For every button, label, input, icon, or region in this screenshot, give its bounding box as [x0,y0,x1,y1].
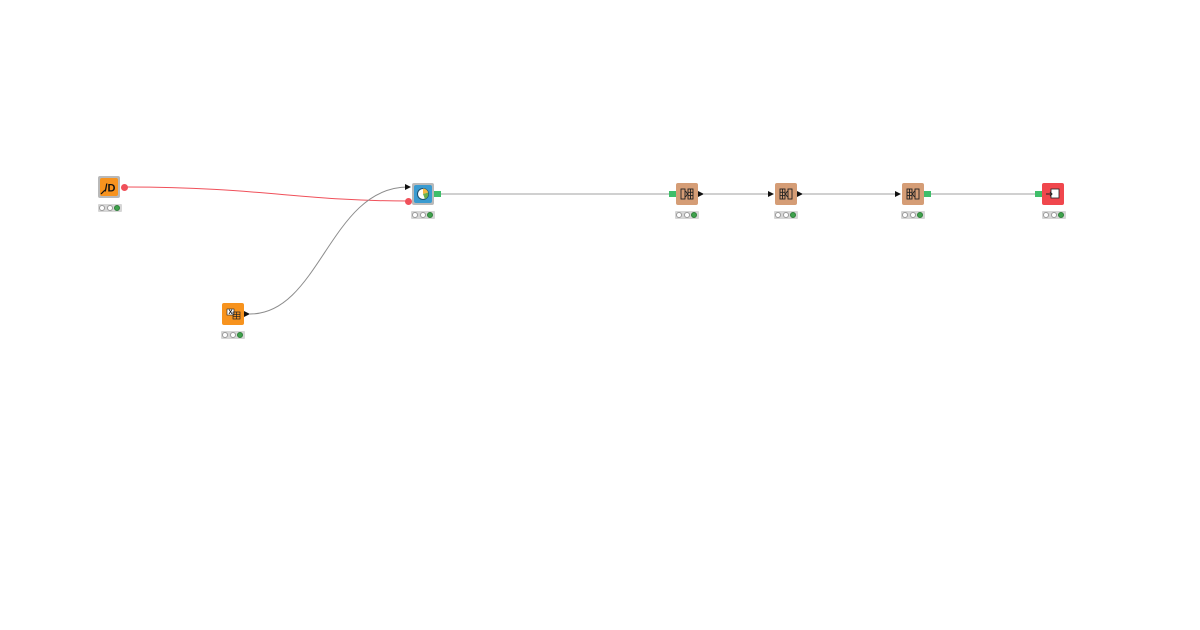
status-dot-yellow [909,212,916,218]
column-filter-icon [680,188,694,200]
flow-variable-source-node[interactable]: /D [98,176,120,198]
data-output-port[interactable] [434,191,441,197]
status-dot-green [237,332,243,338]
column-manipulation-node-2[interactable] [775,183,797,205]
data-output-port[interactable] [924,191,931,197]
data-input-port[interactable] [895,190,901,197]
column-filter-icon [779,188,793,200]
data-input-port[interactable] [768,190,774,197]
status-dot-yellow [782,212,789,218]
column-manipulation-node-1[interactable] [676,183,698,205]
table-writer-node[interactable] [1042,183,1064,205]
node-status-traffic-light [774,211,798,219]
data-output-port[interactable] [698,190,704,197]
status-dot-yellow [1050,212,1057,218]
table-writer-icon [1046,188,1060,199]
data-output-port[interactable] [244,310,250,317]
svg-text:X: X [228,310,232,316]
status-dot-green [1058,212,1064,218]
status-dot-green [114,205,120,211]
status-dot-green [691,212,697,218]
data-output-port[interactable] [797,190,803,197]
view-icon [414,185,432,203]
flow-variable-input-port[interactable] [405,197,412,205]
flow-variable-output-port[interactable] [121,184,128,191]
status-dot-red [676,212,682,218]
node-status-traffic-light [1042,211,1066,219]
status-dot-green [917,212,923,218]
column-manipulation-node-3[interactable] [902,183,924,205]
status-dot-yellow [106,205,113,211]
data-input-port[interactable] [1035,191,1042,197]
connection-n2-n3[interactable] [249,186,409,315]
node-status-traffic-light [901,211,925,219]
status-dot-yellow [683,212,690,218]
view-node[interactable] [412,183,434,205]
status-dot-green [427,212,433,218]
node-status-traffic-light [98,204,122,212]
excel-reader-icon: X [226,308,241,320]
column-filter-icon [906,188,920,200]
status-dot-red [902,212,908,218]
status-dot-yellow [419,212,426,218]
connection-variable-n1-n3[interactable] [123,186,410,202]
status-dot-yellow [229,332,236,338]
status-dot-red [775,212,781,218]
status-dot-red [412,212,418,218]
status-dot-green [790,212,796,218]
node-status-traffic-light [675,211,699,219]
node-status-traffic-light [411,211,435,219]
status-dot-red [99,205,105,211]
excel-reader-node[interactable]: X [222,303,244,325]
data-input-port[interactable] [669,191,676,197]
data-input-port[interactable] [405,183,411,190]
status-dot-red [222,332,228,338]
node-status-traffic-light [221,331,245,339]
status-dot-red [1043,212,1049,218]
svg-text:/D: /D [105,183,116,195]
flow-variable-icon: /D [100,178,118,196]
